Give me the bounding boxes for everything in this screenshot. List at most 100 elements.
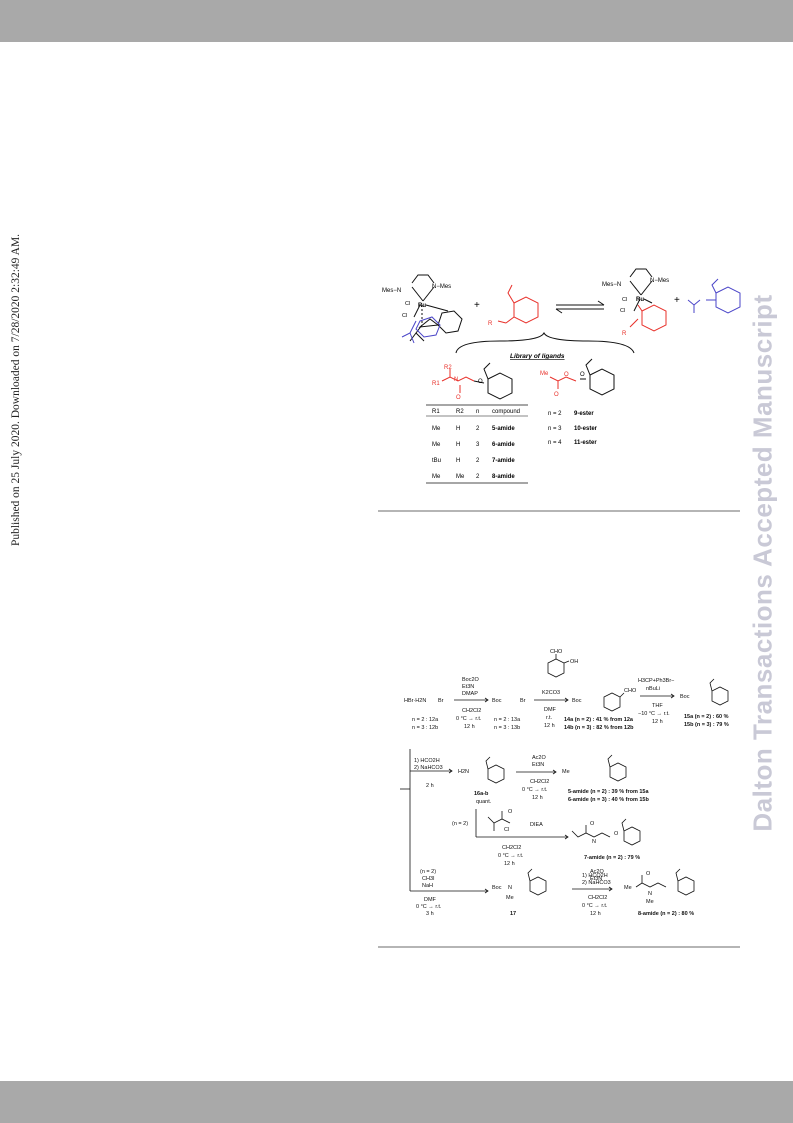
step1-solvent: CH2Cl2 [462,708,481,714]
right-n-mes-label: N−Mes [650,278,669,284]
ester2-n: n = 3 [548,426,562,432]
step7-dmf: DMF [424,897,437,903]
step7-temp: 0 °C → r.t. [416,904,442,910]
right-ru-label: Ru [636,297,644,303]
publication-note-text: Published on 25 July 2020. Downloaded on… [10,233,22,547]
ester-ligand-structure [549,376,577,389]
int15a: 15a (n = 2) : 60 % [684,714,729,720]
int15-boc: Boc [680,694,690,700]
table-row: Me H 3 6-amide [432,442,515,448]
step2-rt: r.t. [546,715,553,721]
step6-time: 12 h [504,861,515,867]
int16-yield: quant. [476,799,492,805]
row1-r1: Me [432,426,441,432]
step4-nahco3: 2) NaHCO3 [414,765,443,771]
ester-o: O [564,372,569,378]
left-n-mes-label: N−Mes [432,284,451,290]
amide-o: O [456,395,461,401]
ester-ether-o: O [580,372,585,378]
piv-n2-label: (n = 2) [452,821,468,827]
int17-me: Me [506,895,514,901]
table-row: tBu H 2 7-amide [432,458,515,464]
library-title: Library of ligands [510,353,565,360]
start-amine: HBr·H2N [404,698,426,704]
step8-hco2h: 1) HCO2H [582,873,608,879]
plus-sign-left: + [474,300,480,311]
step1-et3n: Et3N [462,684,474,690]
step2-time: 12 h [544,723,555,729]
prod8-n: N [648,891,652,897]
table-header-r2: R2 [456,409,464,415]
step5-solvent: CH2Cl2 [530,779,549,785]
step7-nah: NaH [422,883,433,889]
table-header-n: n [476,409,479,415]
prod56-me: Me [562,769,570,775]
int17-ring [527,868,547,896]
incoming-ligand-red [497,284,539,324]
ester-list: n = 2 9-ester n = 3 10-ester n = 4 11-es… [548,411,598,446]
library-brace [455,331,635,354]
step2-arrowhead [564,697,569,703]
prod7-o: O [590,821,595,827]
ester-me: Me [540,371,549,377]
int16-label: 16a-b [474,791,489,797]
step3-wittig: H3CP+Ph3Br− [638,678,674,684]
scheme-2-ligand-synthesis: CHO OH HBr·H2N Br n = 2 : 12a n = 3 : 12… [400,649,729,917]
left-cl-top: Cl [405,301,410,307]
prod7-label: 7-amide (n = 2) : 79 % [584,855,640,861]
step5-temp: 0 °C → r.t. [522,787,548,793]
ester1-n: n = 2 [548,411,562,417]
int13-boc: Boc [492,698,502,704]
row2-compound: 6-amide [492,442,515,448]
piv-cl: Cl [504,827,509,833]
step3-arrowhead [670,693,675,699]
step6-solvent: CH2Cl2 [502,845,521,851]
table-header-r1: R1 [432,409,440,415]
step9-temp: 0 °C → r.t. [582,903,608,909]
ester-carbonyl-o: O [554,392,559,398]
step1-boc2o: Boc2O [462,677,480,683]
left-isopropoxy-blue [401,316,441,344]
table-header-compound: compound [492,409,520,415]
oh-label: OH [570,659,578,665]
left-cl-bottom: Cl [402,313,407,319]
ester3-compound: 11-ester [574,440,597,446]
ester1-compound: 9-ester [574,411,594,417]
row1-compound: 5-amide [492,426,515,432]
start-n2: n = 2 : 12a [412,717,439,723]
int14-boc: Boc [572,698,582,704]
prod8-nme: Me [646,899,654,905]
int17-n: N [508,885,512,891]
step5-time: 12 h [532,795,543,801]
prod8-label: 8-amide (n = 2) : 80 % [638,911,694,917]
row2-r2: H [456,442,460,448]
step7-ch3i: CH3I [422,876,435,882]
left-ru-label: Ru [418,303,426,309]
step9-ac2o: Ac2O [590,869,604,875]
ester2-compound: 10-ester [574,426,598,432]
start-br: Br [438,698,444,704]
step3-nbuli: nBuLi [646,686,660,692]
row3-r1: tBu [432,458,441,464]
step5-arrowhead [552,769,557,775]
scheme-1-divider [378,510,740,512]
right-ligand-red [629,304,667,332]
right-r-label: R [622,331,627,337]
row4-compound: 8-amide [492,474,515,480]
int14b: 14b (n = 3) : 82 % from 12b [564,725,634,731]
ester3-n: n = 4 [548,440,562,446]
step6-diea: DIEA [530,822,543,828]
step4-hco2h: 1) HCO2H [414,758,440,764]
int14a: 14a (n = 2) : 41 % from 12a [564,717,634,723]
step2-dmf: DMF [544,707,557,713]
row4-n: 2 [476,474,480,480]
released-ether-blue [687,278,741,314]
prod8-me: Me [624,885,632,891]
int14-ring [603,692,625,712]
step1-time: 12 h [464,724,475,730]
step8-nahco3: 2) NaHCO3 [582,880,611,886]
amide-ether-o: O [478,379,483,385]
row2-r1: Me [432,442,441,448]
amide-ligand-structure [441,369,475,393]
footer-bar [0,1081,793,1123]
